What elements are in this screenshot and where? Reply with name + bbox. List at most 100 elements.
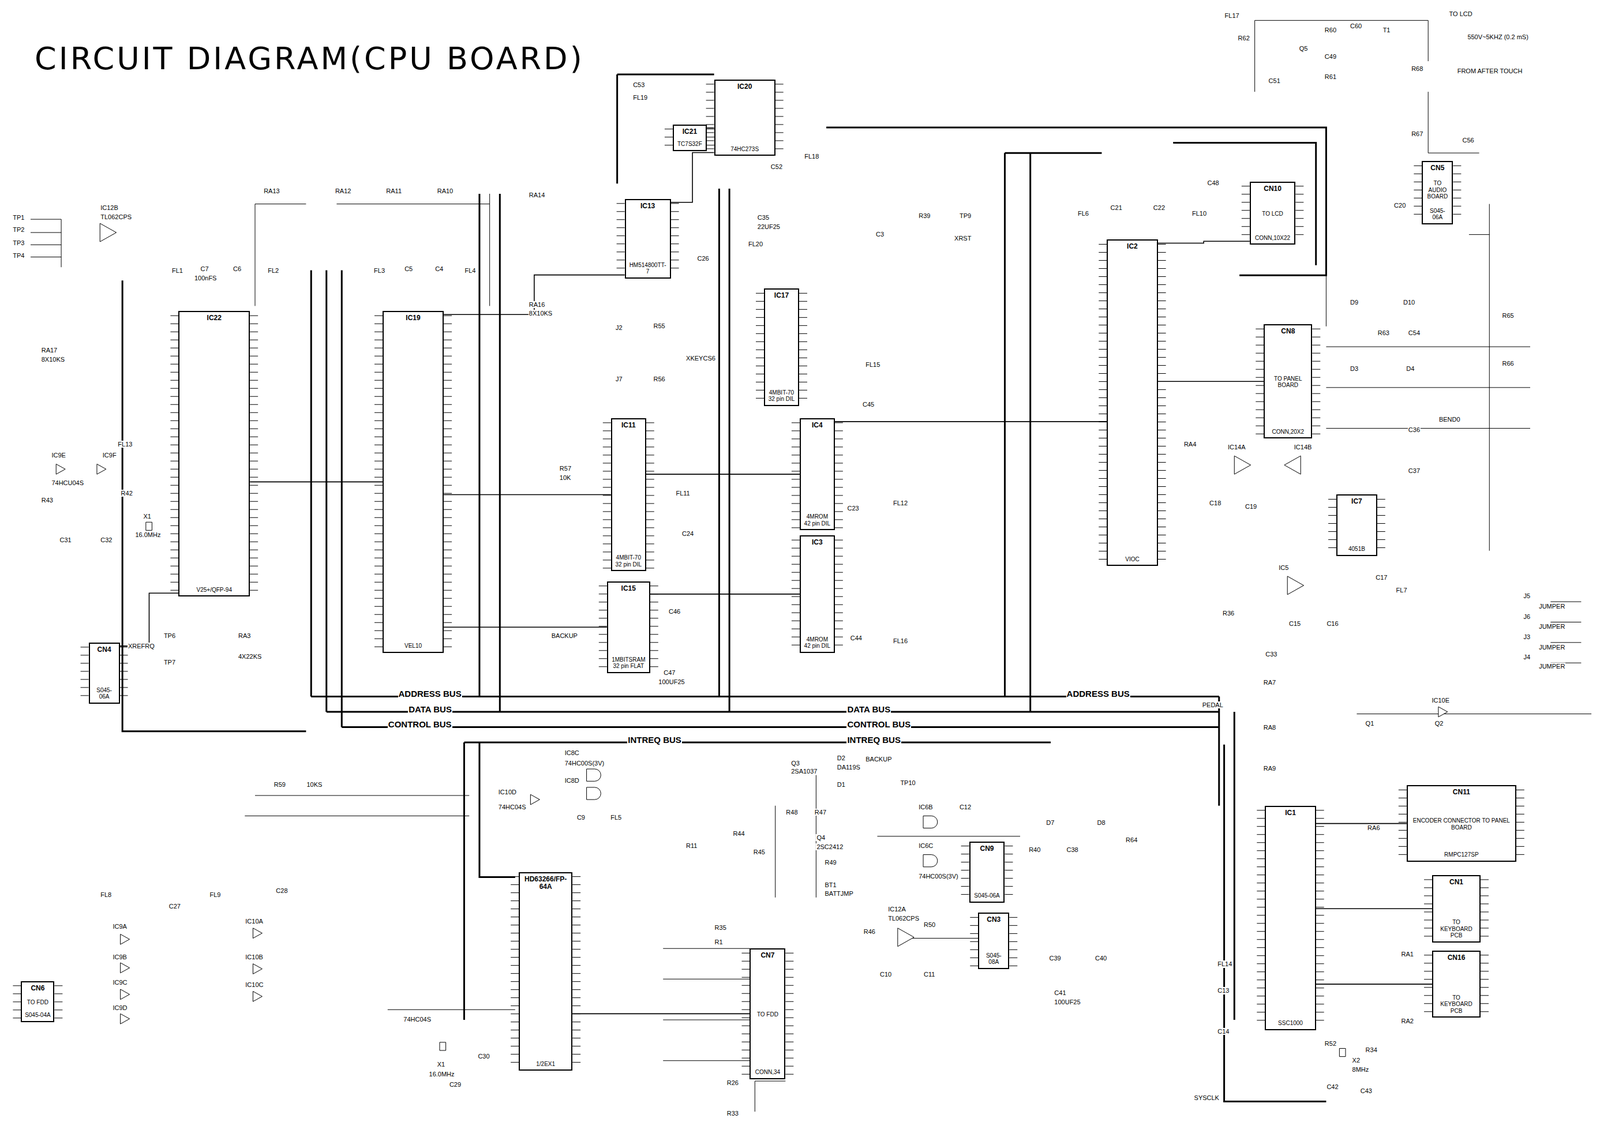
component-label: R34 [1365, 1046, 1378, 1054]
component-label: Q3 [790, 759, 801, 767]
component-label: RA1 [1400, 950, 1414, 958]
component-label: C39 [1048, 954, 1062, 962]
signal-connection [1316, 983, 1433, 985]
component-label: C40 [1094, 954, 1108, 962]
part-number: ENCODER CONNECTOR TO PANEL BOARD [1410, 817, 1513, 831]
component-label: C45 [862, 401, 875, 408]
part-reference: CN1 [1449, 878, 1464, 887]
component-label: C4 [434, 265, 444, 273]
bus-lines [122, 74, 1326, 1102]
component-label: RA2 [1400, 1017, 1414, 1025]
part-number: 1MBITSRAM 32 pin FLAT [610, 656, 647, 670]
component-label: RA16 [528, 301, 546, 309]
component-label: IC9B [111, 953, 127, 961]
component-label: 8MHz [1351, 1066, 1370, 1074]
component-label: 74HCU04S [50, 479, 85, 487]
part-number: 4MROM 42 pin DIL [803, 513, 832, 527]
signal-connection [572, 1013, 750, 1015]
part-number: 4051B [1348, 545, 1366, 553]
component-label: FL9 [208, 891, 221, 899]
component-label: FL4 [463, 267, 477, 275]
component-label: 2SA1037 [790, 767, 818, 775]
component-label: RA3 [237, 632, 251, 640]
component-label: C12 [958, 803, 972, 811]
ic-package: IC17 4MBIT-70 32 pin DIL [763, 288, 800, 406]
component-label: RA11 [385, 187, 403, 195]
component-label: BT1 [824, 881, 838, 889]
component-label: C46 [668, 608, 681, 616]
signal-connection [1316, 823, 1407, 825]
part-number: S045-08A [981, 952, 1006, 966]
component-label: C5 [403, 265, 414, 273]
component-label: IC12A [887, 905, 907, 913]
component-label: 74HC00S(3V) [564, 759, 605, 767]
part-reference: IC22 [207, 314, 222, 323]
component-label: Q4 [815, 834, 826, 842]
component-label: IC9D [111, 1004, 128, 1012]
signal-connection [443, 627, 607, 629]
part-number: TO FDD [757, 1011, 779, 1019]
signal-connection [706, 127, 715, 129]
gate-symbols [55, 223, 1448, 1057]
component-label: R60 [1324, 26, 1337, 34]
component-label: R40 [1028, 846, 1041, 854]
component-label: FL14 [1216, 960, 1233, 968]
component-label: C51 [1268, 77, 1281, 85]
ic-package: IC22V25+/QFP-94 [178, 310, 250, 597]
component-label: XREFRQ [127, 642, 156, 650]
component-label: IC5 [1278, 564, 1290, 572]
component-label: 8X10KS [528, 309, 553, 317]
ic-package: CN8TO PANEL BOARDCONN,20X2 [1263, 324, 1313, 439]
component-label: R61 [1324, 73, 1337, 81]
component-label: C22 [1152, 204, 1166, 212]
part-number: TO KEYBOARD PCB [1435, 994, 1478, 1015]
component-label: FL15 [864, 361, 881, 369]
component-label: TP10 [899, 779, 916, 787]
component-label: Q1 [1365, 720, 1375, 728]
bus-label: ADDRESS BUS [1066, 689, 1131, 700]
component-label: 74HC04S [402, 1016, 432, 1024]
component-label: 16.0MHz [134, 531, 161, 539]
part-number: S045-06A [1425, 207, 1450, 221]
part-number: S045-04A [24, 1012, 51, 1019]
component-label: 74HC04S [497, 803, 527, 811]
component-label: R11 [685, 842, 698, 850]
component-label: C29 [448, 1081, 462, 1089]
component-label: JUMPER [1538, 643, 1566, 651]
component-label: FL19 [632, 94, 648, 101]
component-label: FL20 [747, 240, 764, 248]
component-label: RA10 [436, 187, 455, 195]
component-label: C20 [1393, 201, 1407, 209]
ic-package: IC114MBIT-70 32 pin DIL [611, 418, 647, 572]
component-label: IC10B [244, 953, 264, 961]
ic-package: HD63266/FP-64A1/2EX1 [518, 872, 573, 1072]
ic-package: IC15 1MBITSRAM 32 pin FLAT [606, 581, 651, 674]
part-reference: IC17 [774, 291, 789, 301]
component-label: R66 [1501, 360, 1515, 367]
component-label: IC10A [244, 917, 264, 925]
signal-connection [443, 494, 612, 496]
component-label: FL18 [803, 152, 820, 160]
component-label: IC10D [497, 788, 517, 796]
component-label: TP7 [163, 658, 176, 666]
component-label: RA14 [528, 191, 546, 199]
part-number: S045-06A [973, 892, 1000, 900]
component-label: D1 [836, 781, 846, 789]
ic-package: IC74051B [1336, 494, 1378, 556]
part-number: TO FDD [27, 999, 49, 1007]
component-label: RA12 [334, 187, 352, 195]
part-number: 4MBIT-70 32 pin DIL [767, 389, 796, 403]
component-label: BATTJMP [824, 890, 854, 898]
component-label: 16.0MHz [428, 1070, 456, 1078]
component-label: J3 [1523, 633, 1532, 641]
component-label: R65 [1501, 312, 1515, 320]
ic-package: CN10TO LCDCONN,10X22 [1249, 181, 1296, 246]
component-label: 550V~5KHZ (0.2 mS) [1466, 33, 1529, 41]
component-label: RA9 [1263, 765, 1277, 773]
ic-package: CN4S045-06A [88, 642, 121, 704]
part-number: TO KEYBOARD PCB [1435, 919, 1478, 940]
part-reference: IC15 [621, 585, 636, 594]
component-label: FROM AFTER TOUCH [1456, 67, 1524, 75]
part-number: RMPC127SP [1444, 851, 1479, 859]
component-label: C49 [1324, 53, 1337, 61]
